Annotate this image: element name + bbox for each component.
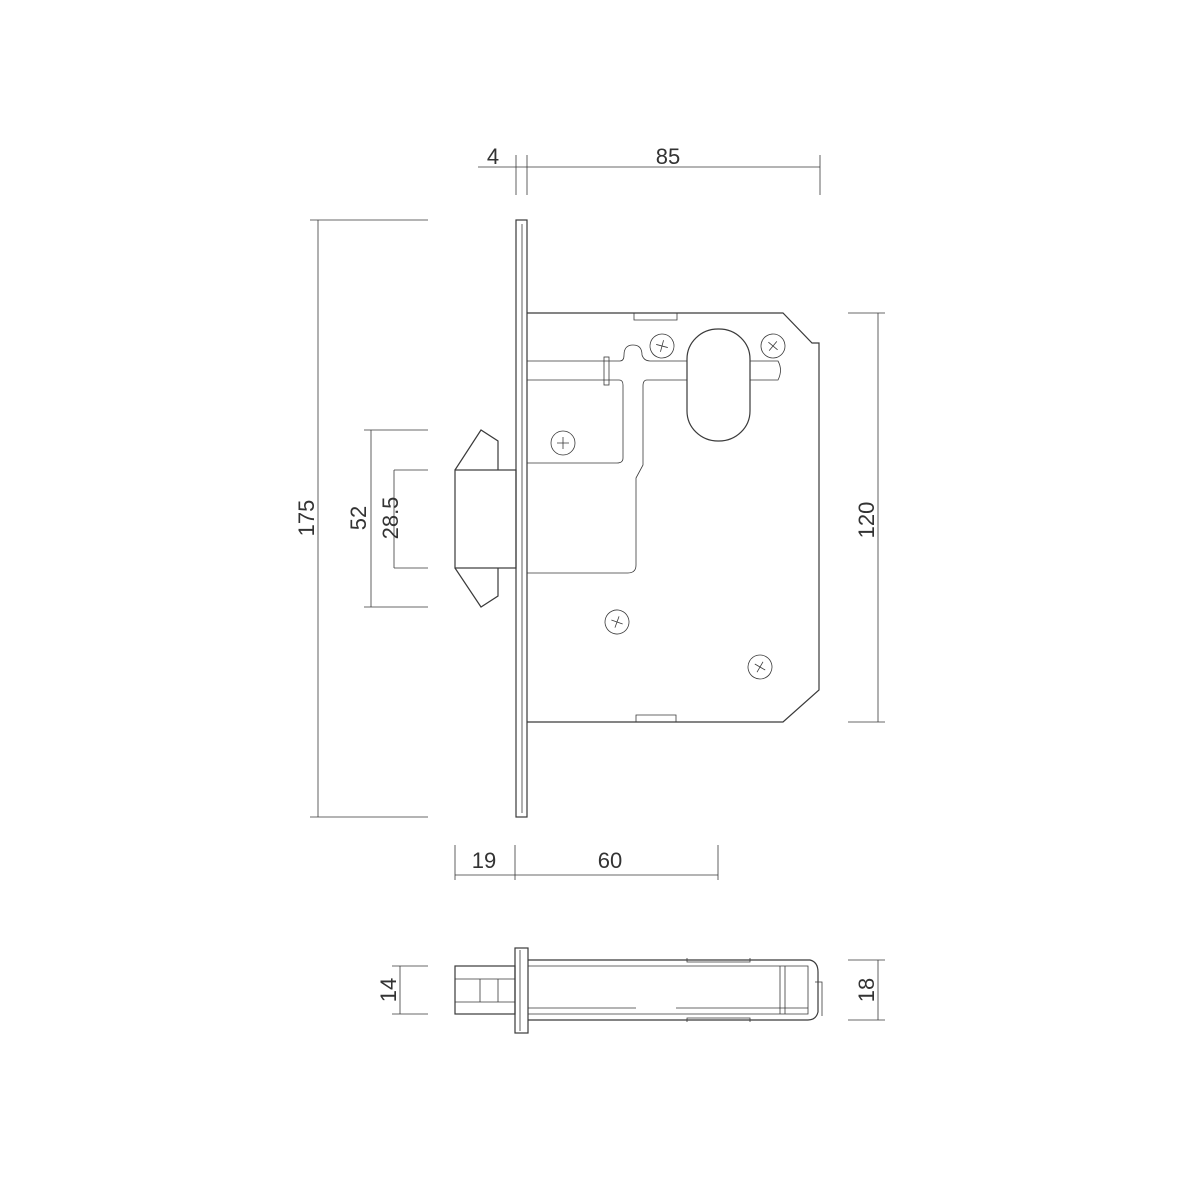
dim-latch-inner: 28.5 (378, 497, 403, 540)
case-top-tab (633, 313, 678, 321)
screw-icon (649, 333, 675, 359)
dim-case-height: 120 (854, 502, 879, 539)
case-bottom-tab (635, 714, 677, 722)
keyhole-follower (686, 328, 751, 442)
dim-case-thickness: 18 (854, 978, 879, 1002)
dim-backset: 60 (598, 848, 622, 873)
screws (550, 333, 786, 680)
dim-faceplate-height: 175 (294, 500, 319, 537)
dim-latch-projection: 19 (472, 848, 496, 873)
screw-icon (760, 333, 786, 359)
dimension-right: 120 (848, 312, 885, 723)
screw-icon (747, 654, 773, 680)
dim-faceplate-thickness: 4 (487, 144, 499, 169)
screw-icon (604, 609, 630, 635)
dimension-bottom: 19 60 (454, 845, 719, 880)
dim-case-depth: 85 (656, 144, 680, 169)
side-view (454, 947, 823, 1034)
dimension-side: 14 18 (376, 959, 885, 1021)
front-view (454, 219, 820, 818)
lever-bar (527, 344, 781, 574)
faceplate (515, 219, 528, 818)
screw-icon (550, 430, 576, 456)
latch-bolt (454, 429, 517, 608)
dim-latch-thickness: 14 (376, 978, 401, 1002)
lock-case (527, 312, 820, 723)
dimension-left: 175 52 28.5 (294, 219, 428, 818)
dimension-top: 4 85 (478, 144, 821, 195)
dim-latch-outer: 52 (346, 506, 371, 530)
